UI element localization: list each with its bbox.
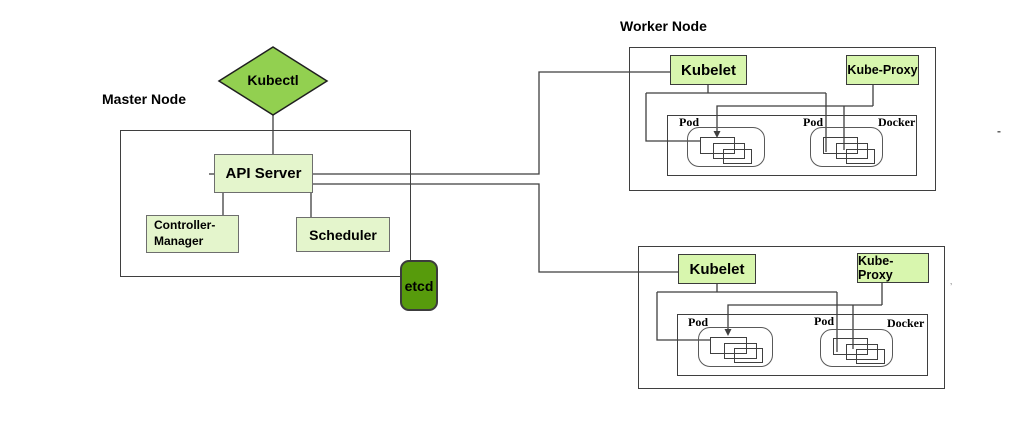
worker-node-1-box <box>629 47 936 191</box>
worker2-pod2 <box>820 329 893 367</box>
worker2-pod2-container-3 <box>856 349 885 364</box>
worker1-pod2-container-2 <box>836 143 868 159</box>
worker2-pod2-container-2 <box>846 344 878 360</box>
stray-tick-mark: ’ <box>950 282 953 293</box>
worker2-pod2-container-1 <box>833 338 868 355</box>
worker1-pod1-container-3 <box>723 149 752 164</box>
master-node-box <box>120 130 411 277</box>
worker2-pod1 <box>698 327 773 367</box>
worker2-pod1-container-1 <box>710 337 747 354</box>
line-worker1-kubelet-to-pod1 <box>645 93 701 142</box>
line-worker2-kubeproxy-to-pod1 <box>727 304 882 331</box>
worker2-kube-proxy-label: Kube-Proxy <box>858 254 894 282</box>
worker1-pod2-container-3 <box>846 149 875 164</box>
scheduler-label: Scheduler <box>309 226 377 243</box>
arrowhead-worker2-pod1 <box>724 329 732 336</box>
arrowhead-worker1-pod1 <box>713 131 721 138</box>
worker-node-1-title: Worker Node <box>620 18 707 34</box>
controller-manager-label-line1: Controller- <box>154 218 216 233</box>
worker2-pod2-label: Pod <box>814 314 835 328</box>
controller-manager-label-line2: Manager <box>154 234 204 248</box>
worker1-kube-proxy-box: Kube-Proxy <box>846 55 919 85</box>
line-worker2-kubelet-to-pod1 <box>656 292 710 341</box>
scheduler-box: Scheduler <box>296 217 390 252</box>
worker1-pod1-container-1 <box>700 137 735 154</box>
worker2-kube-proxy-box: Kube-Proxy <box>857 253 929 283</box>
worker1-pod1 <box>687 127 765 167</box>
worker1-kubelet-box: Kubelet <box>670 55 747 85</box>
api-server-label: API Server <box>225 165 302 182</box>
line-apiserver-to-worker1-kubelet <box>313 71 670 175</box>
api-server-box: API Server <box>214 154 313 193</box>
worker1-pod2-container-1 <box>823 137 858 154</box>
controller-manager-box: Controller- Manager <box>146 215 239 253</box>
worker2-docker-box <box>677 314 928 376</box>
worker2-docker-label: Docker <box>887 316 925 330</box>
master-node-title: Master Node <box>102 91 187 107</box>
worker1-docker-label: Docker <box>878 115 916 129</box>
worker1-pod1-label: Pod <box>679 115 700 129</box>
etcd-label: etcd <box>404 277 434 294</box>
kubectl-label: Kubectl <box>247 72 299 88</box>
worker1-pod2 <box>810 127 883 167</box>
worker1-kubelet-label: Kubelet <box>680 61 736 79</box>
worker2-pod1-container-3 <box>734 348 763 363</box>
etcd-box: etcd <box>400 260 438 311</box>
line-worker1-kubeproxy-to-pod1 <box>716 105 873 133</box>
worker1-kube-proxy-label: Kube-Proxy <box>847 63 918 77</box>
worker-node-2-box <box>638 246 945 389</box>
worker2-kubelet-label: Kubelet <box>689 260 745 278</box>
worker1-pod1-container-2 <box>713 143 745 159</box>
worker2-pod1-container-2 <box>724 343 757 359</box>
worker1-docker-box <box>667 115 917 176</box>
line-apiserver-to-worker2-kubelet <box>313 183 678 273</box>
worker2-pod1-label: Pod <box>688 315 709 329</box>
worker1-pod2-label: Pod <box>803 115 824 129</box>
kubectl-diamond <box>217 46 329 116</box>
stray-dash-mark: - <box>997 124 1001 138</box>
worker2-kubelet-box: Kubelet <box>678 254 756 284</box>
